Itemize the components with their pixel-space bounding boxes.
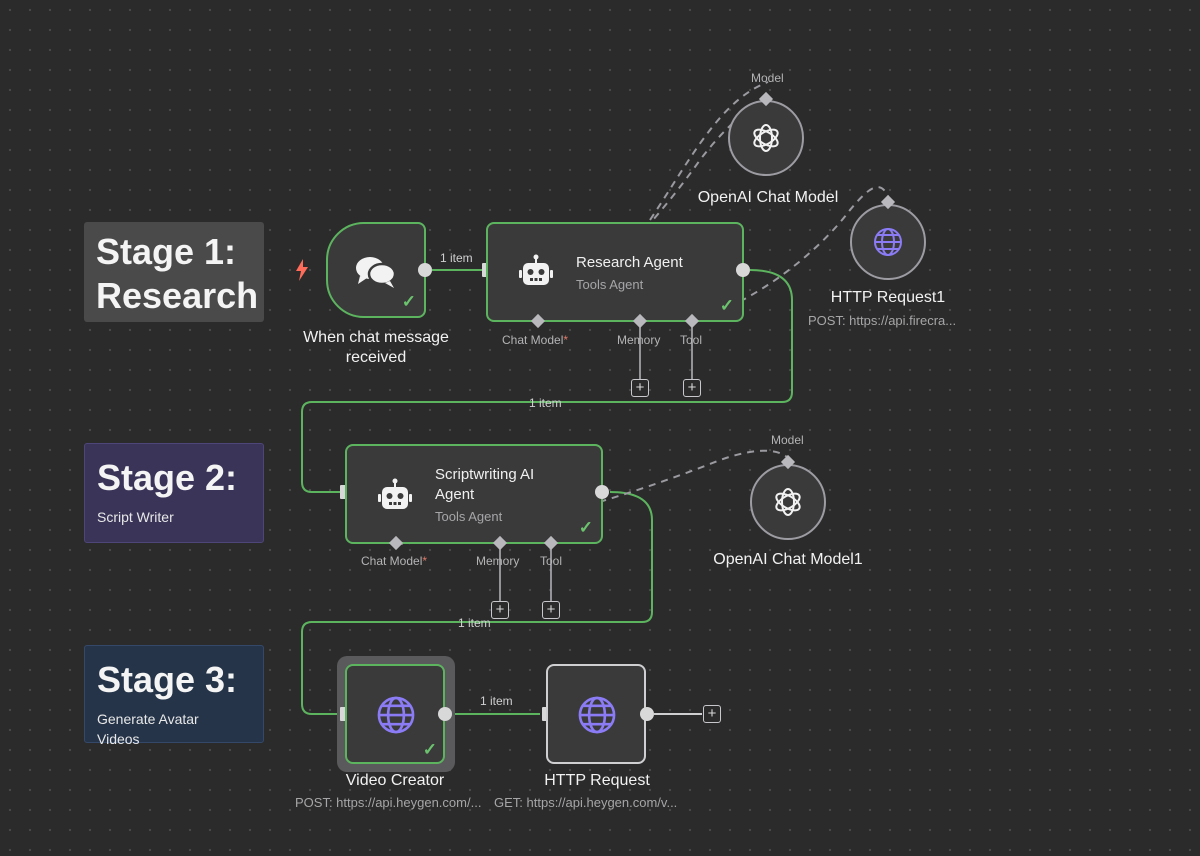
script-agent-subtitle: Tools Agent: [435, 509, 503, 524]
video-creator-url: POST: https://api.heygen.com/...: [295, 795, 482, 810]
add-tool-button[interactable]: +: [683, 379, 701, 397]
connection-count-1: 1 item: [440, 251, 473, 265]
robot-icon: [518, 254, 554, 295]
stage-3-title: Stage 3:: [97, 659, 238, 700]
wire-script-to-video: [301, 491, 653, 715]
script-tool-label: Tool: [540, 554, 563, 568]
globe-icon: [576, 694, 618, 741]
research-memory-label: Memory: [617, 333, 661, 347]
add-node-button[interactable]: +: [703, 705, 721, 723]
success-check-icon: ✓: [401, 292, 416, 311]
openai-icon: [772, 486, 804, 523]
success-check-icon: ✓: [578, 518, 593, 537]
connection-count-3: 1 item: [458, 616, 491, 630]
wire-research-to-script: [301, 269, 793, 493]
chat-bubbles-icon: [354, 254, 398, 295]
research-agent-node[interactable]: Research Agent Tools Agent ✓: [486, 222, 744, 322]
connection-count-4: 1 item: [480, 694, 513, 708]
video-creator-node[interactable]: ✓: [345, 664, 445, 764]
trigger-bolt-icon: [294, 258, 310, 287]
trigger-label: When chat message received: [303, 329, 449, 366]
add-memory-button[interactable]: +: [631, 379, 649, 397]
stage-2-sticky[interactable]: Stage 2: Script Writer: [84, 443, 264, 543]
video-creator-input[interactable]: [340, 707, 346, 721]
stage-2-title: Stage 2:: [97, 457, 238, 498]
add-memory-button[interactable]: +: [491, 601, 509, 619]
research-chat-model-label: Chat Model*: [502, 333, 569, 347]
openai-model-port-label: Model: [751, 71, 784, 85]
stage-1-sticky[interactable]: Stage 1: Research: [84, 222, 264, 322]
script-chat-model-label: Chat Model*: [361, 554, 428, 568]
video-creator-label: Video Creator: [345, 772, 445, 789]
research-agent-title: Research Agent: [576, 254, 683, 271]
openai1-model-port-label: Model: [771, 433, 804, 447]
research-tool-label: Tool: [680, 333, 703, 347]
stage-2-subtitle: Script Writer: [97, 509, 174, 525]
script-agent-output-handle[interactable]: [595, 485, 609, 499]
robot-icon: [377, 478, 413, 519]
research-agent-subtitle: Tools Agent: [576, 277, 644, 292]
script-agent-title: Scriptwriting AI Agent: [435, 466, 535, 503]
video-creator-output-handle[interactable]: [438, 707, 452, 721]
http-request-url: GET: https://api.heygen.com/v...: [494, 795, 678, 810]
stage-3-sticky[interactable]: Stage 3: Generate Avatar Videos: [84, 645, 264, 747]
trigger-output-handle[interactable]: [418, 263, 432, 277]
openai-chat-model1-node[interactable]: [750, 464, 826, 540]
script-agent-input[interactable]: [340, 485, 346, 499]
openai-icon: [750, 122, 782, 159]
dashed-tool-link-1: [691, 186, 889, 323]
globe-icon: [872, 226, 904, 263]
http-request-node[interactable]: [546, 664, 646, 764]
add-tool-button[interactable]: +: [542, 601, 560, 619]
script-agent-node[interactable]: Scriptwriting AI Agent Tools Agent ✓: [345, 444, 603, 544]
http-request1-node[interactable]: [850, 204, 926, 280]
success-check-icon: ✓: [719, 296, 734, 315]
openai-chat-model-node[interactable]: [728, 100, 804, 176]
http-request-label: HTTP Request: [544, 772, 650, 789]
success-check-icon: ✓: [422, 740, 437, 759]
http-request1-label: HTTP Request1: [830, 289, 946, 306]
globe-icon: [375, 694, 417, 741]
research-agent-input[interactable]: [482, 263, 488, 277]
research-agent-output-handle[interactable]: [736, 263, 750, 277]
stage-3-subtitle: Generate Avatar Videos: [97, 711, 199, 747]
connection-count-2: 1 item: [529, 396, 562, 410]
script-memory-label: Memory: [476, 554, 520, 568]
openai-chat-model1-label: OpenAI Chat Model1: [713, 551, 863, 568]
stage-1-title: Stage 1: Research: [96, 231, 259, 316]
openai-chat-model-label: OpenAI Chat Model: [697, 189, 839, 206]
http-request-output-handle[interactable]: [640, 707, 654, 721]
http-request1-url: POST: https://api.firecra...: [808, 313, 957, 328]
chat-trigger-node[interactable]: ✓: [326, 222, 426, 318]
http-request-input[interactable]: [542, 707, 548, 721]
